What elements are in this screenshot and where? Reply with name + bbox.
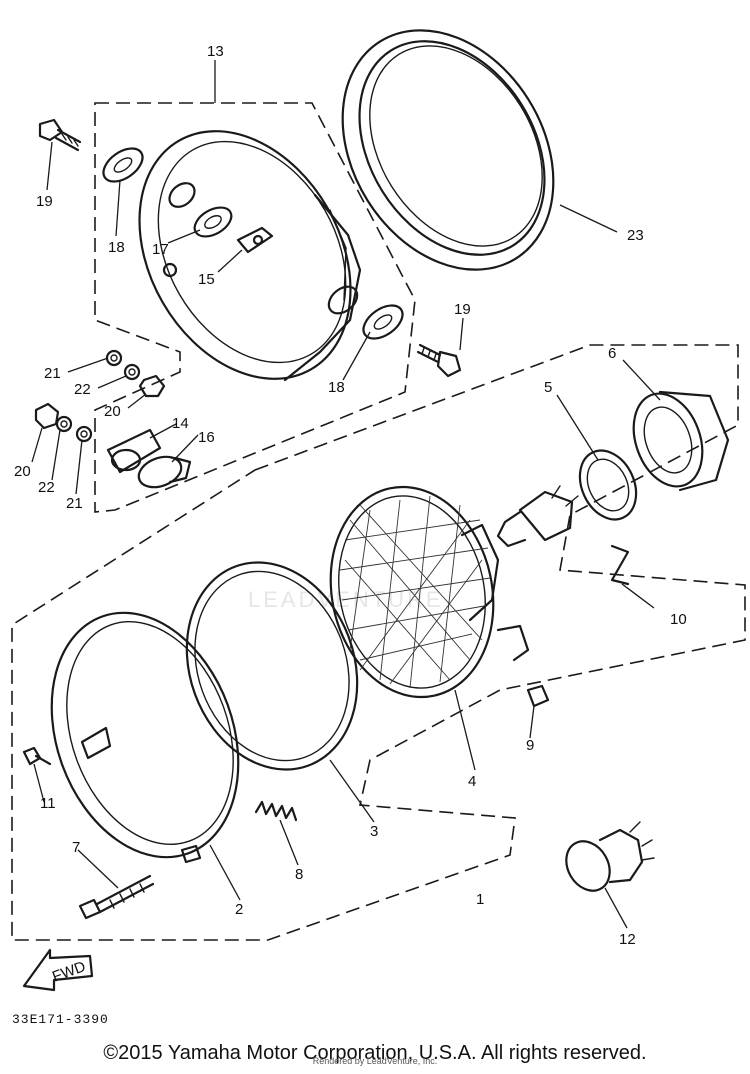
- callout-10: 10: [670, 611, 687, 628]
- callout-3: 3: [370, 823, 378, 840]
- callout-22-upper: 22: [74, 381, 91, 398]
- callout-7: 7: [72, 839, 80, 856]
- callout-23: 23: [627, 227, 644, 244]
- copyright-notice: ©2015 Yamaha Motor Corporation, U.S.A. A…: [103, 1042, 647, 1064]
- part-16-fitting: [137, 455, 192, 489]
- callout-6: 6: [608, 345, 616, 362]
- part-18-grommet-right: [362, 304, 404, 340]
- part-15-bracket: [236, 226, 274, 254]
- callout-14: 14: [172, 415, 189, 432]
- callout-17: 17: [152, 241, 169, 258]
- callout-19-left: 19: [36, 193, 53, 210]
- callout-8: 8: [295, 866, 303, 883]
- callout-21-upper: 21: [44, 365, 61, 382]
- callout-16: 16: [198, 429, 215, 446]
- leader-lines: [31, 60, 661, 929]
- callout-9: 9: [526, 737, 534, 754]
- group-13-outline: [94, 102, 416, 513]
- callout-20-upper: 20: [104, 403, 121, 420]
- drawing-code: 33E171-3390: [12, 1012, 109, 1027]
- part-6-dust-cover: [632, 390, 730, 492]
- callout-4: 4: [468, 773, 476, 790]
- part-14-collar: [106, 428, 162, 474]
- callout-13: 13: [207, 43, 224, 60]
- part-8-spring: [254, 800, 298, 822]
- part-17-grommet: [193, 206, 233, 238]
- callout-22-lower: 22: [38, 479, 55, 496]
- part-9-clip-nut: [526, 684, 550, 708]
- part-19-bolt-right: [416, 343, 462, 378]
- part-13-headlight-case: [138, 130, 362, 382]
- part-7-screw: [78, 874, 155, 920]
- callout-21-lower: 21: [66, 495, 83, 512]
- part-23-rim-ring: [341, 29, 555, 271]
- callout-19-right: 19: [454, 301, 471, 318]
- fwd-label: FWD: [50, 958, 88, 986]
- hardware-set-lower: [34, 402, 93, 443]
- part-11-small-screw: [22, 746, 52, 766]
- part-18-grommet-left: [102, 147, 144, 183]
- callout-1: 1: [476, 891, 484, 908]
- callout-20-lower: 20: [14, 463, 31, 480]
- callout-18-left: 18: [108, 239, 125, 256]
- callout-2: 2: [235, 901, 243, 918]
- part-10-clip: [610, 544, 630, 586]
- hardware-set-upper: [105, 349, 166, 398]
- forward-direction-arrow: FWD: [22, 948, 94, 992]
- part-3-seal-ring: [185, 561, 359, 771]
- callout-5: 5: [544, 379, 552, 396]
- group-1-outline: [11, 344, 746, 941]
- part-5-retaining-ring: [578, 449, 638, 521]
- callout-11: 11: [40, 795, 56, 812]
- callout-labels: 13 23 19 18 17 15 19 18 21 22 20 14 16 2…: [14, 43, 687, 948]
- callout-12: 12: [619, 931, 636, 948]
- part-19-bolt-left: [38, 118, 82, 152]
- callout-18-right: 18: [328, 379, 345, 396]
- callout-15: 15: [198, 271, 215, 288]
- headlight-bulb-in-holder: [496, 485, 579, 548]
- render-credit: Rendered by LeadVenture, Inc.: [312, 1056, 438, 1066]
- part-2-headlight-rim: [50, 611, 240, 864]
- part-12-bulb: [565, 821, 655, 892]
